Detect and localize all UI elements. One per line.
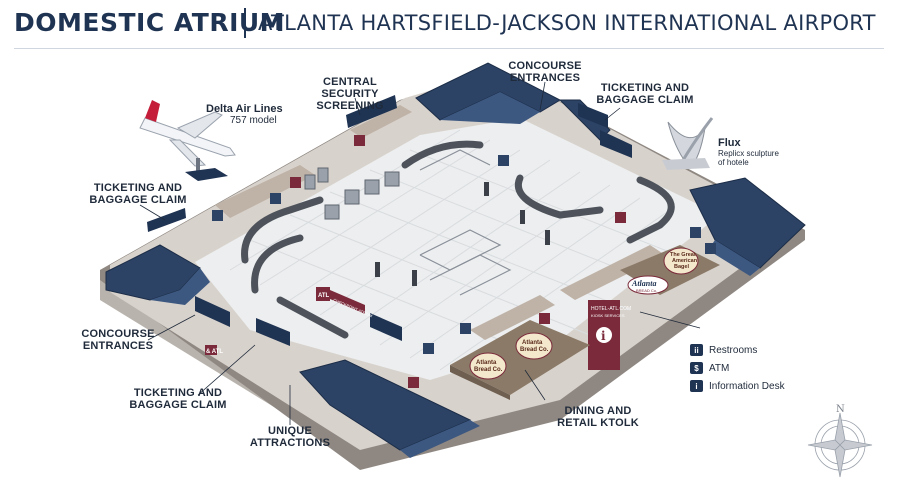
atlanta-bread-logo-line1: Atlanta [631,279,656,288]
kiosk-sign-line1: HOTEL-ATL.COM [591,306,631,312]
callout-concourse-top: CONCOURSE ENTRANCES [508,60,582,84]
legend-information-desk: i Information Desk [690,380,785,392]
bread-co-2-line1: Atlanta [522,340,543,346]
travelers [375,182,550,286]
callout-ticketing-left: TICKETING AND BAGGAGE CLAIM [89,182,187,206]
bagel-line2: American [672,258,698,264]
map-legend: ii Restrooms $ ATM i Information Desk [690,344,785,398]
queue-lines [419,149,512,296]
page-subtitle: ATLANTA HARTSFIELD-JACKSON INTERNATIONAL… [258,11,876,35]
page-title: DOMESTIC ATRIUM [14,8,286,37]
restroom-icon: ii [690,344,703,356]
plane-label: Delta Air Lines 757 model [206,103,283,127]
concourse-blocks [105,62,806,451]
atl-sign: ATL [318,293,330,299]
compass-north: N [836,404,845,415]
atlanta-bread-logo-line2: BREAD Co. [636,288,657,293]
callout-central-security: CENTRAL SECURITY SCREENING [316,76,384,112]
info-icon: i [690,380,703,392]
security-scanners [304,167,400,220]
title-separator [244,8,246,38]
callout-unique-attractions: UNIQUE ATTRACTIONS [249,425,331,449]
bread-co-1-line1: Atlanta [476,360,497,366]
restroom-icons [212,155,716,354]
baggage-carousels [241,140,675,339]
callout-ticketing-top-right: TICKETING AND BAGGAGE CLAIM [596,82,694,106]
service-signs [205,135,626,388]
callout-ticketing-bottom: TICKETING AND BAGGAGE CLAIM [129,387,227,411]
bread-co-2-line2: Bread Co. [520,347,549,353]
security-banner [330,290,365,314]
atl-corner-sign: & ATL [206,349,223,355]
legend-atm: $ ATM [690,362,785,374]
leader-lines [139,81,701,425]
info-icon [596,327,612,343]
header-rule [14,48,884,49]
food-court [450,245,720,400]
atm-icon: $ [690,362,703,374]
header: DOMESTIC ATRIUM ATLANTA HARTSFIELD-JACKS… [0,0,900,50]
kiosk-sign-line2: KIOSK SERVICES [591,313,625,318]
bagel-line3: Bagel [674,264,689,270]
info-glyph: i [601,329,606,343]
flux-sculpture [662,117,714,170]
sculpture-label: Flux Replicx sculpture of hotele [718,137,779,168]
departure-boards [147,95,632,346]
delta-plane-model [139,100,236,181]
callout-concourse-left: CONCOURSE ENTRANCES [81,328,155,352]
callout-dining-retail: DINING AND RETAIL KTOLK [557,405,639,429]
bread-co-1-line2: Bread Co. [474,367,503,373]
legend-restrooms: ii Restrooms [690,344,785,356]
bagel-line1: The Great [670,252,696,258]
compass-rose [807,412,873,478]
